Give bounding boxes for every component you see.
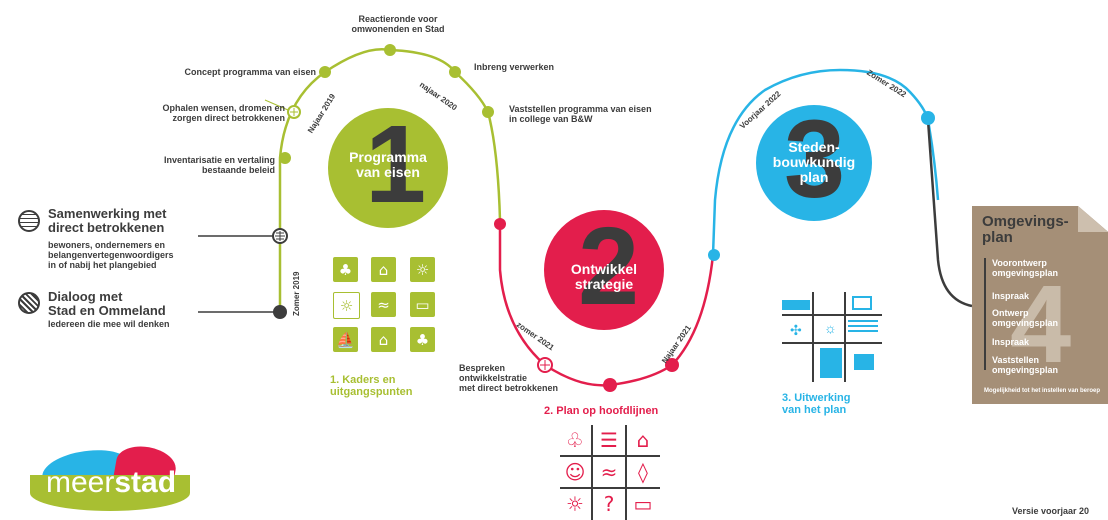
label-vaststellen: Vaststellen programma van eisen in colle… [509, 104, 652, 124]
node-inbreng [449, 66, 461, 78]
tile-tree-icon: ♧ [566, 428, 584, 452]
phase2-circle [544, 210, 664, 330]
tile-bus-icon: ▭ [633, 492, 653, 516]
phase4-step-3: Ontwerp omgevingsplan [992, 308, 1059, 328]
tile-list-icon: ☰ [600, 428, 618, 452]
label-inbreng: Inbreng verwerken [474, 62, 555, 72]
tile-water-icon: ≈ [600, 460, 618, 484]
timeline-dark-path [926, 119, 973, 308]
node-dialoog [273, 305, 287, 319]
period-zomer2019: Zomer 2019 [292, 271, 301, 316]
legend-samenwerking-icon [18, 210, 40, 232]
label-concept: Concept programma van eisen [184, 67, 316, 77]
meerstad-logo: meerstad [30, 442, 190, 512]
phase3-plan-illustration: ✣ ☼ [782, 292, 882, 382]
logo-text-meer: meer [46, 466, 115, 499]
timeline-green-path [278, 48, 502, 312]
phase4-step-4: Inspraak [992, 337, 1030, 347]
phase4-step-line [984, 258, 986, 370]
phase1-caption: 1. Kaders en uitgangspunten [330, 374, 413, 398]
legend-samenwerking-title: Samenwerking met direct betrokkenen [48, 206, 167, 235]
tile-bulb-icon: ☼ [333, 292, 360, 319]
tile-question-icon: ? [603, 492, 615, 516]
phase4-number: 4 [1010, 263, 1072, 386]
node-red-mid [603, 378, 617, 392]
phase4-step-1: Voorontwerp omgevingsplan [992, 258, 1059, 278]
phase1-circle [328, 108, 448, 228]
tile-house-icon: ⌂ [371, 327, 396, 352]
logo-swoosh-green [30, 475, 190, 511]
phase4-step-2: Inspraak [992, 291, 1030, 301]
node-red-start [494, 218, 506, 230]
phase2-number: 2 [578, 205, 640, 328]
tile-house-icon: ⌂ [371, 257, 396, 282]
phase2-title: Ontwikkel strategie [570, 261, 638, 292]
node-blue-start [708, 249, 720, 261]
legend-dialoog-sub: Iedereen die mee wil denken [48, 319, 170, 329]
tile-bus-icon: ▭ [410, 292, 435, 317]
node-concept [319, 66, 331, 78]
footer-version: Versie voorjaar 20 [1012, 506, 1090, 516]
tile-smiley-icon: ☺ [564, 460, 586, 484]
label-reactieronde: Reactieronde voor omwonenden en Stad [351, 14, 445, 34]
label-bespreken: Bespreken ontwikkelstratie met direct be… [459, 363, 559, 393]
phase3-circle [756, 105, 872, 221]
phase2-caption: 2. Plan op hoofdlijnen [544, 405, 659, 417]
tile-leaf-icon: ◊ [638, 460, 648, 484]
tile-ship-icon: ⛵ [333, 327, 358, 352]
label-ophalen: Ophalen wensen, dromen en zorgen direct … [162, 103, 285, 123]
node-inventarisatie [279, 152, 291, 164]
tile-bulb-icon: ☼ [566, 492, 584, 516]
tile-water-icon: ≈ [371, 292, 396, 317]
phase1-title: Programma van eisen [349, 149, 427, 180]
node-red-end [665, 358, 679, 372]
phase4-document [972, 206, 1108, 404]
phase3-title: Steden- bouwkundig plan [772, 139, 856, 185]
legend-samenwerking-sub: bewoners, ondernemers en belangenvertege… [48, 240, 174, 270]
phase4-step-5: Vaststellen omgevingsplan [992, 355, 1059, 375]
logo-text: meerstad [46, 467, 176, 499]
node-blue-end [921, 111, 935, 125]
tile-house-icon: ⌂ [636, 428, 650, 452]
phase1-number: 1 [365, 103, 427, 226]
tile-tree-icon: ♣ [410, 327, 435, 352]
legend-dialoog-icon [18, 292, 40, 314]
phase3-caption: 3. Uitwerking van het plan [782, 392, 851, 416]
phase3-number: 3 [784, 98, 846, 221]
legend-dialoog-title: Dialoog met Stad en Ommeland [48, 289, 166, 318]
phase4-title: Omgevings- plan [982, 213, 1069, 246]
phase2-tile-grid: ♧ ☰ ⌂ ☺ ≈ ◊ ☼ ? ▭ [560, 425, 660, 520]
logo-text-stad: stad [114, 466, 177, 499]
phase4-note: Mogelijkheid tot het instellen van beroe… [984, 388, 1101, 394]
node-vaststellen [482, 106, 494, 118]
tile-bulb-icon: ☼ [410, 257, 435, 282]
label-inventarisatie: Inventarisatie en vertaling bestaande be… [163, 155, 275, 175]
tile-tree-icon: ♣ [333, 257, 358, 282]
node-reactieronde [384, 44, 396, 56]
